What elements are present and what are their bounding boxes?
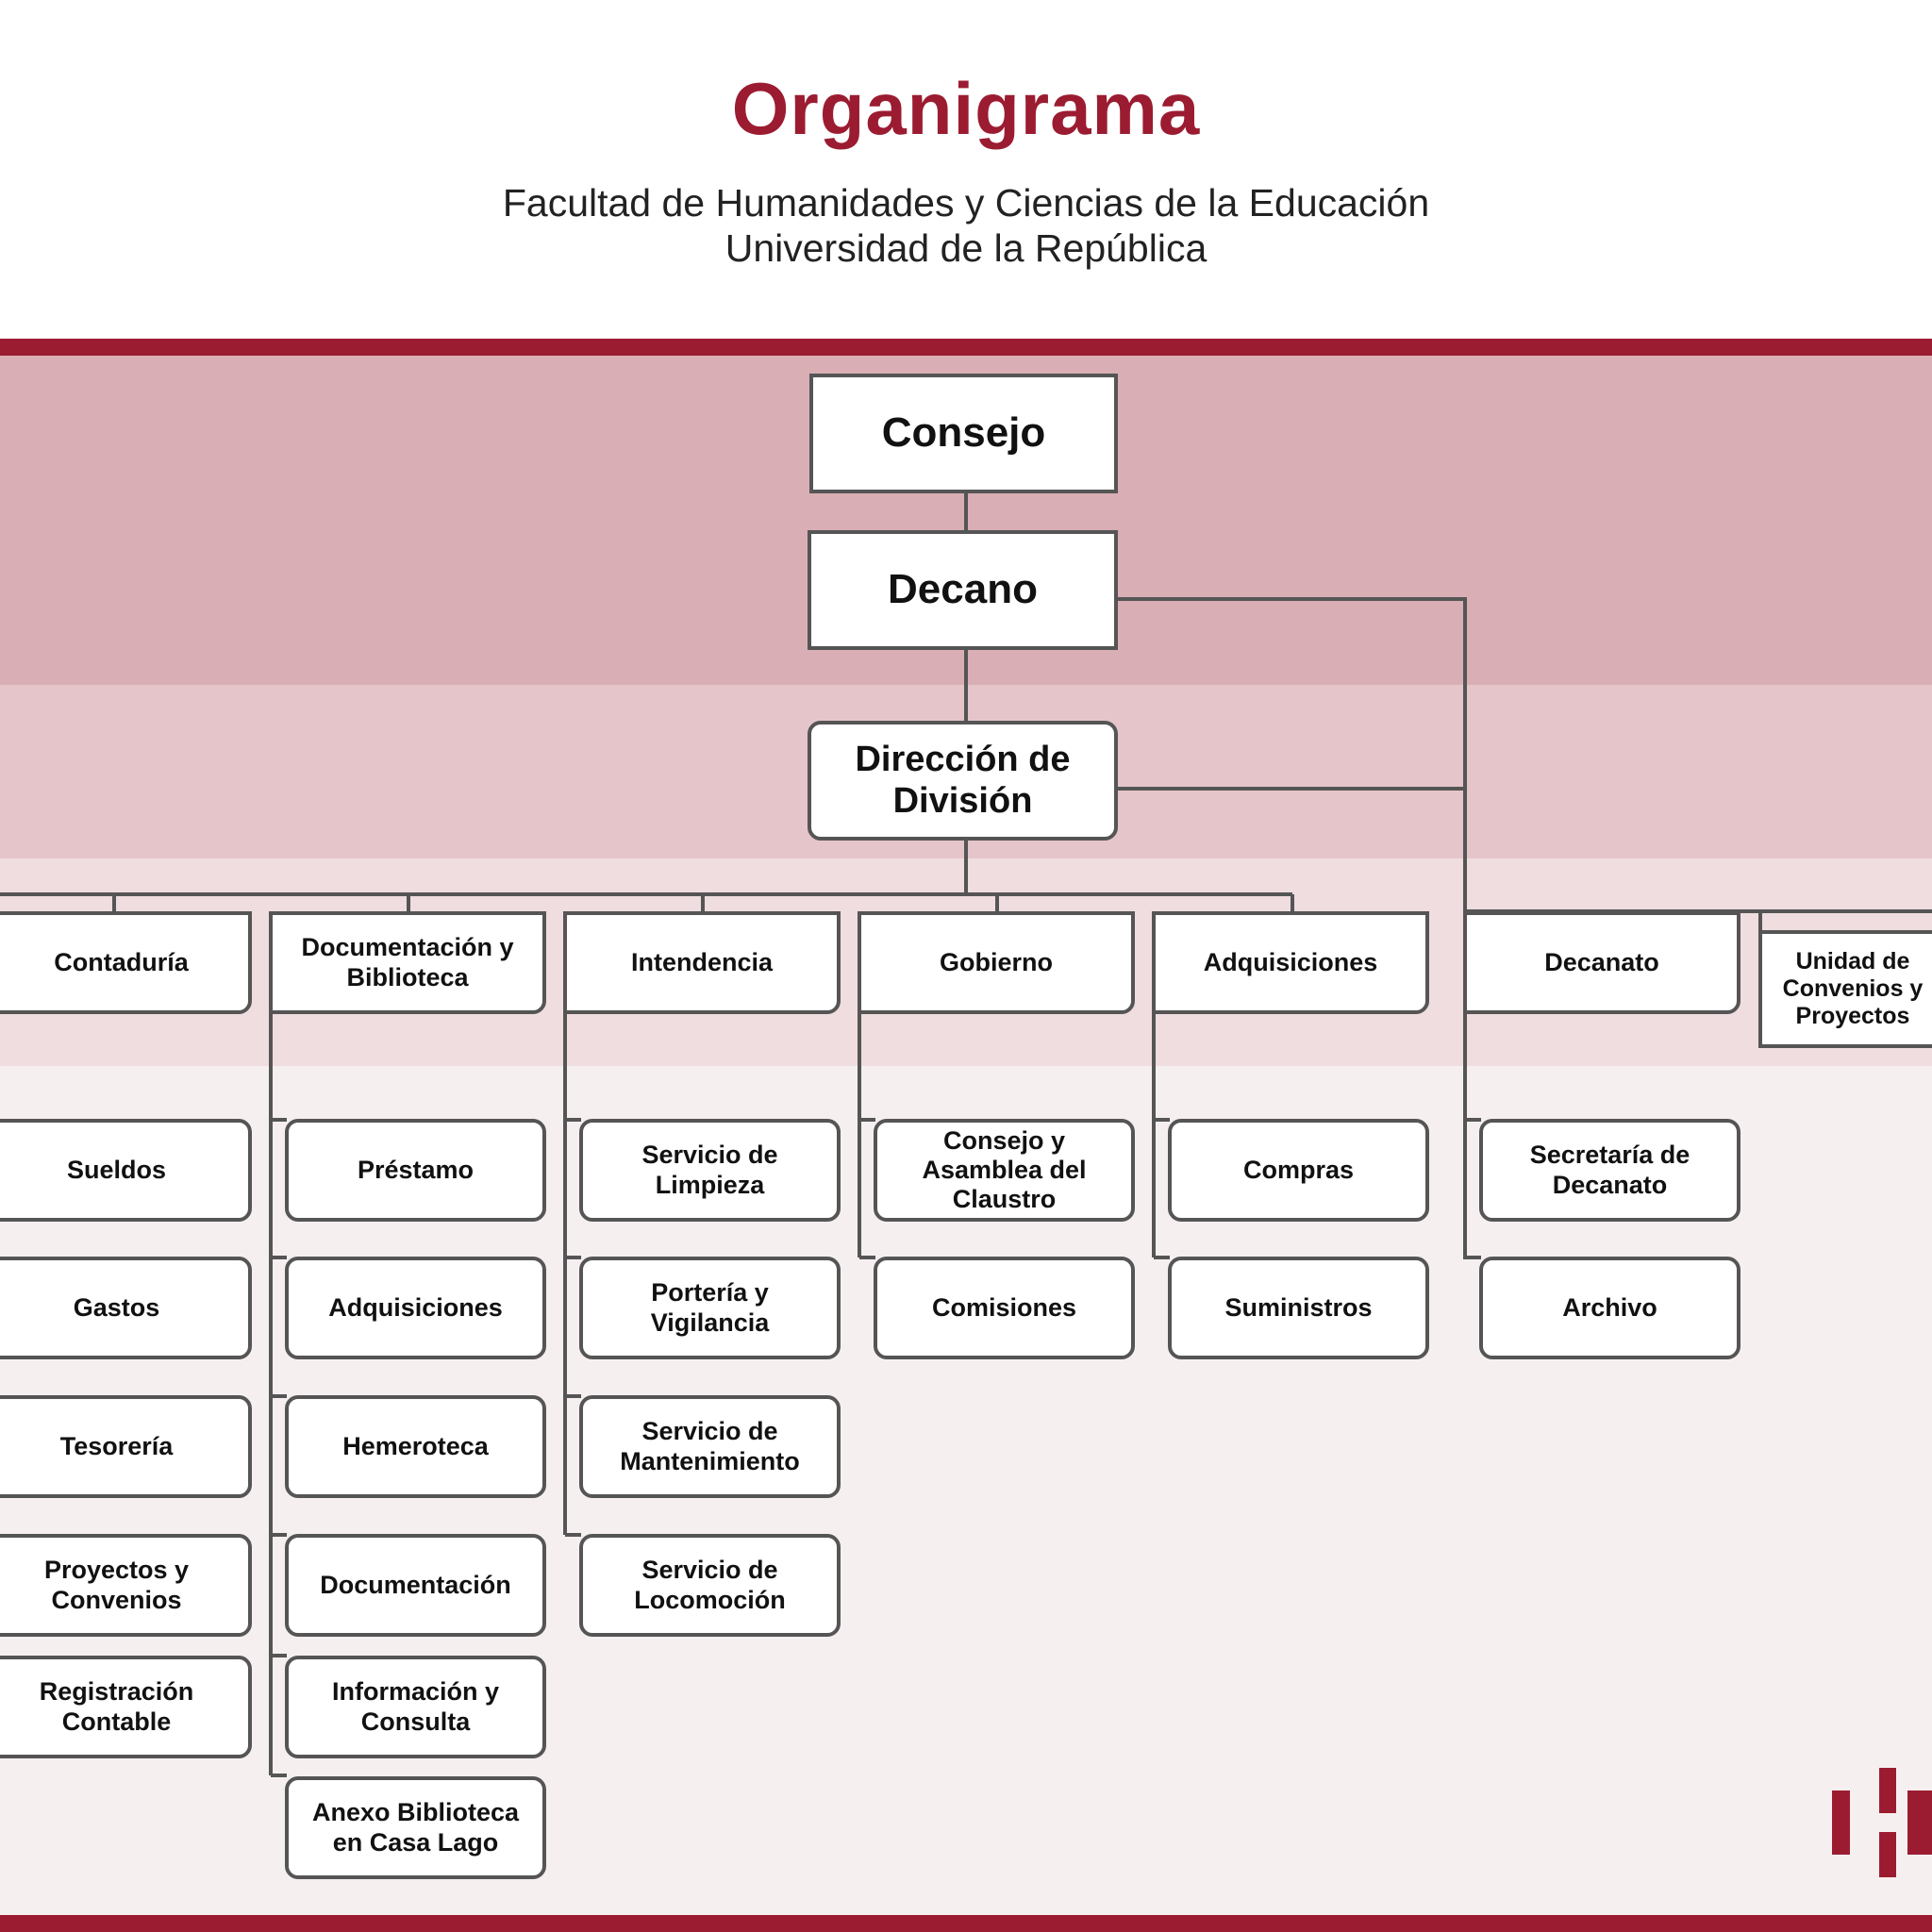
sub-documentacion[interactable]: Documentación <box>285 1534 546 1637</box>
sub-anexo-casa-lago[interactable]: Anexo Biblioteca en Casa Lago <box>285 1776 546 1879</box>
sub-gastos[interactable]: Gastos <box>0 1257 252 1359</box>
sub-registracion-contable[interactable]: Registración Contable <box>0 1656 252 1758</box>
node-consejo[interactable]: Consejo <box>809 374 1118 493</box>
fhce-logo-icon <box>1832 1768 1932 1877</box>
sub-adquisiciones-biblioteca[interactable]: Adquisiciones <box>285 1257 546 1359</box>
dept-documentacion-biblioteca[interactable]: Documentación y Biblioteca <box>269 911 546 1014</box>
sub-sueldos[interactable]: Sueldos <box>0 1119 252 1222</box>
sub-hemeroteca[interactable]: Hemeroteca <box>285 1395 546 1498</box>
sub-suministros[interactable]: Suministros <box>1168 1257 1429 1359</box>
dept-contaduria[interactable]: Contaduría <box>0 911 252 1014</box>
sub-tesoreria[interactable]: Tesorería <box>0 1395 252 1498</box>
sub-proyectos-convenios[interactable]: Proyectos y Convenios <box>0 1534 252 1637</box>
sub-servicio-limpieza[interactable]: Servicio de Limpieza <box>579 1119 841 1222</box>
sub-porteria-vigilancia[interactable]: Portería y Vigilancia <box>579 1257 841 1359</box>
sub-informacion-consulta[interactable]: Información y Consulta <box>285 1656 546 1758</box>
dept-gobierno[interactable]: Gobierno <box>858 911 1135 1014</box>
node-decano[interactable]: Decano <box>808 530 1118 650</box>
sub-archivo[interactable]: Archivo <box>1479 1257 1740 1359</box>
sub-compras[interactable]: Compras <box>1168 1119 1429 1222</box>
sub-servicio-locomocion[interactable]: Servicio de Locomoción <box>579 1534 841 1637</box>
bottom-rule <box>0 1915 1932 1932</box>
top-rule <box>0 339 1932 356</box>
university-name: Universidad de la República <box>724 226 1208 270</box>
sub-secretaria-decanato[interactable]: Secretaría de Decanato <box>1479 1119 1740 1222</box>
dept-intendencia[interactable]: Intendencia <box>563 911 841 1014</box>
dept-adquisiciones[interactable]: Adquisiciones <box>1152 911 1429 1014</box>
sub-servicio-mantenimiento[interactable]: Servicio de Mantenimiento <box>579 1395 841 1498</box>
node-direccion-division[interactable]: Dirección de División <box>808 721 1118 841</box>
sub-consejo-asamblea-claustro[interactable]: Consejo y Asamblea del Claustro <box>874 1119 1135 1222</box>
sub-comisiones[interactable]: Comisiones <box>874 1257 1135 1359</box>
dept-decanato[interactable]: Decanato <box>1463 911 1740 1014</box>
faculty-name: Facultad de Humanidades y Ciencias de la… <box>502 181 1430 225</box>
page-title: Organigrama <box>731 67 1201 150</box>
unit-convenios-proyectos[interactable]: Unidad de Convenios y Proyectos <box>1758 930 1932 1048</box>
sub-prestamo[interactable]: Préstamo <box>285 1119 546 1222</box>
